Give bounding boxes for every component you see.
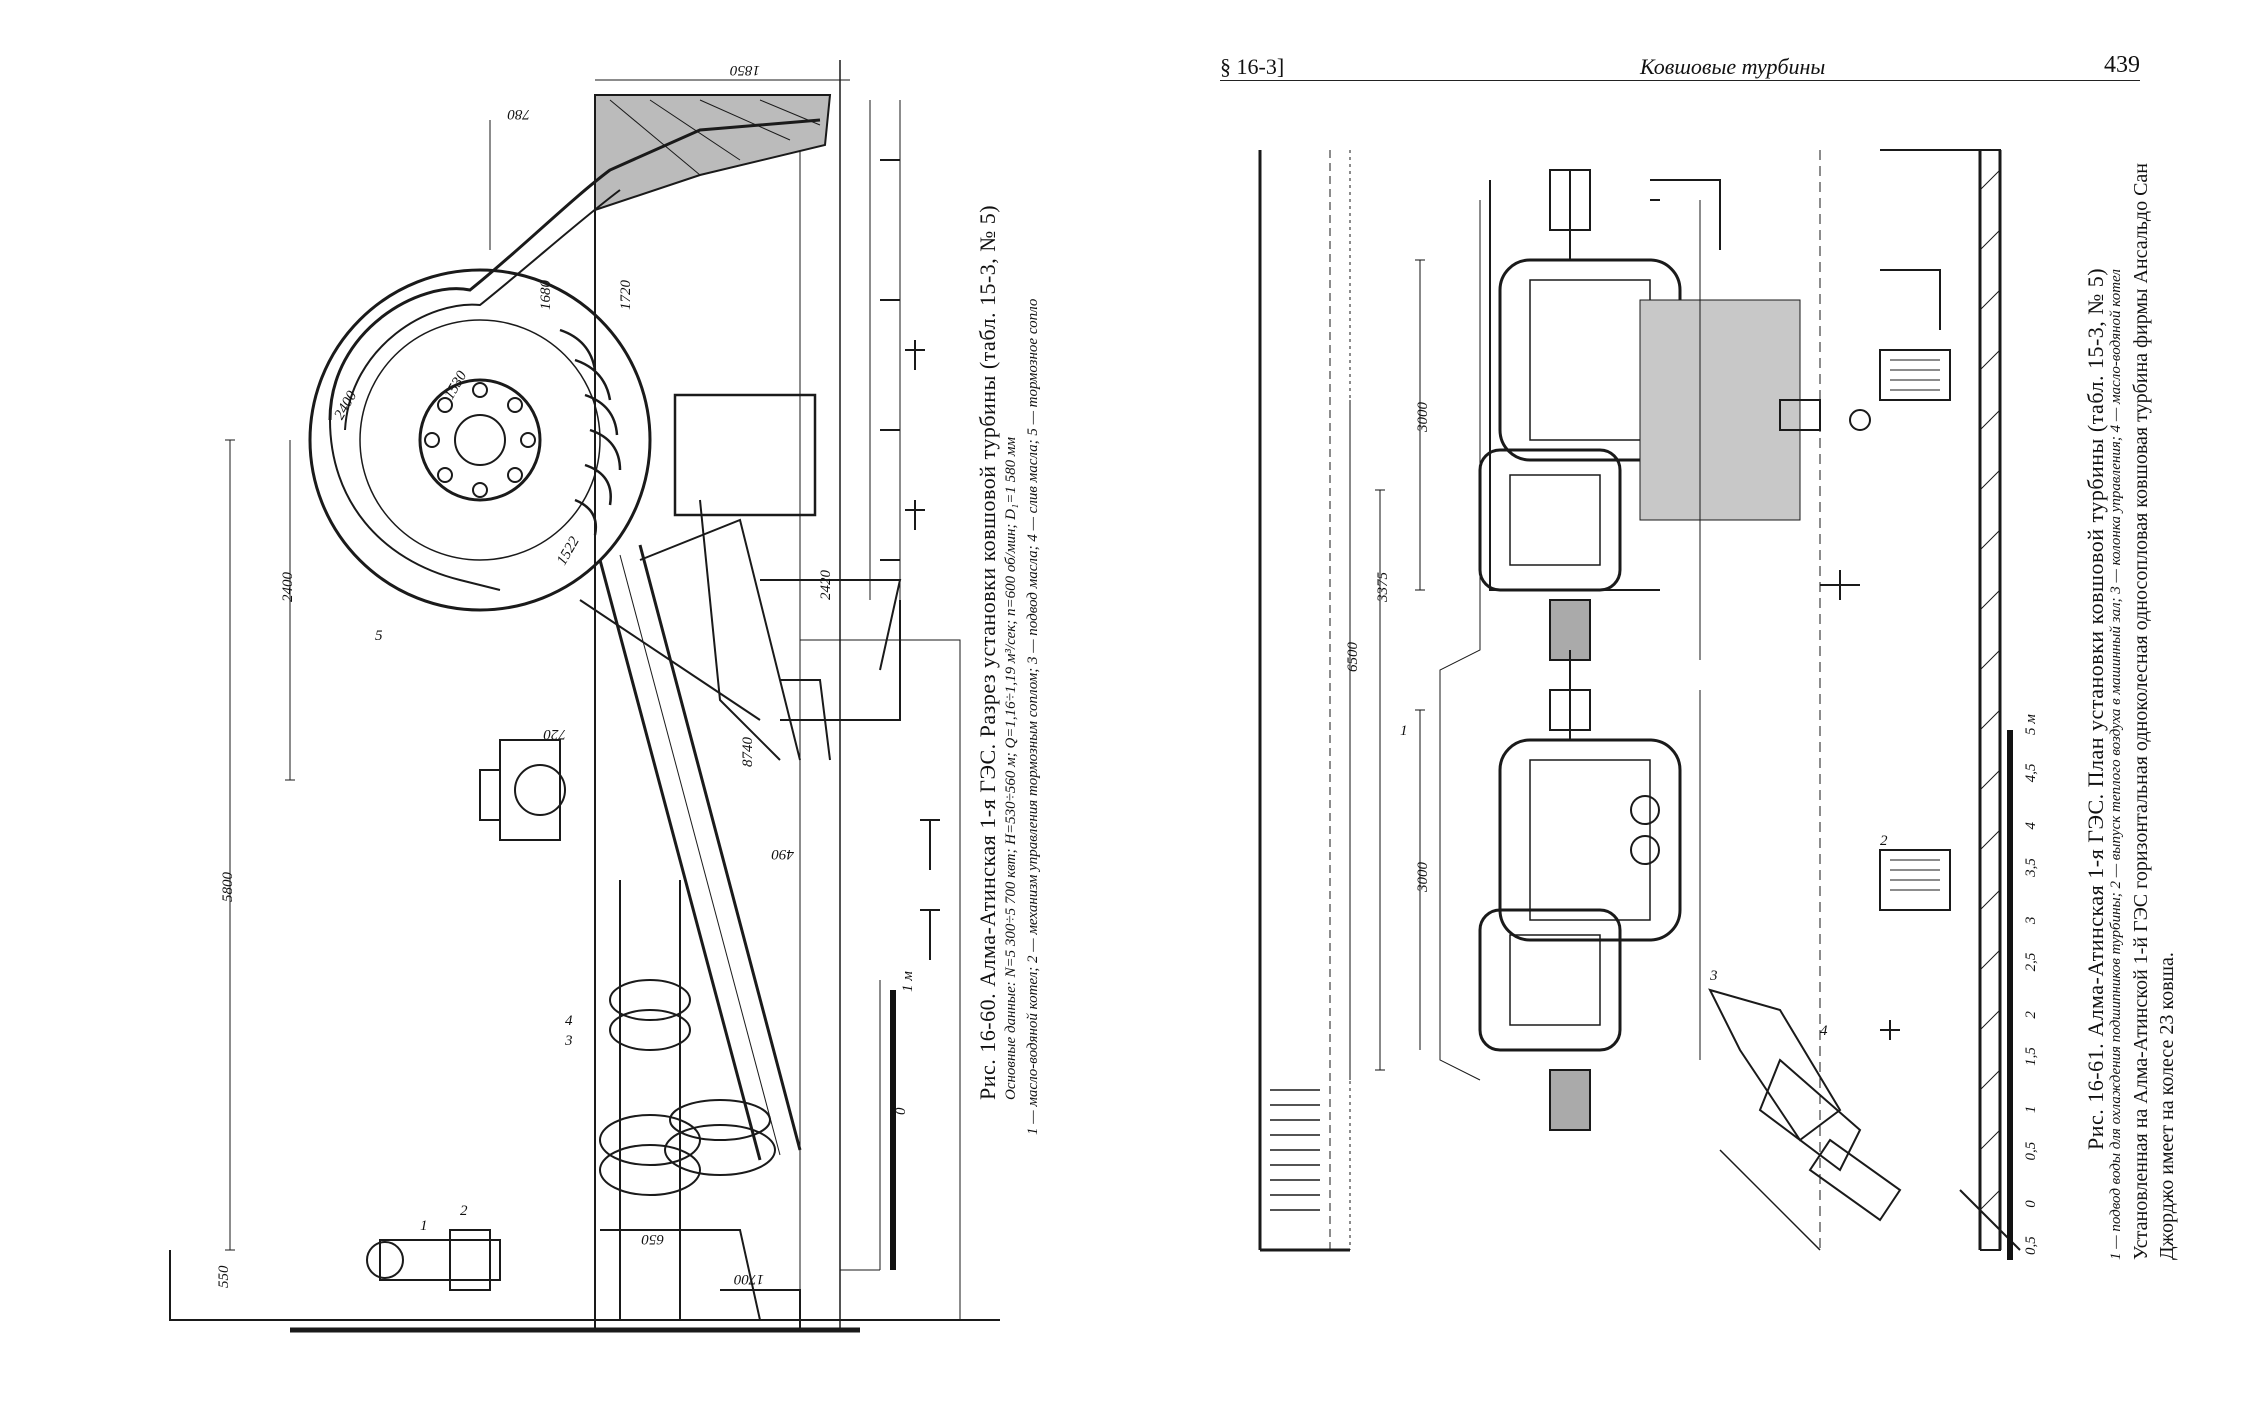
scale-one-meter: 1 м xyxy=(900,971,916,992)
dim-3000-lower: 3000 xyxy=(1415,862,1431,894)
scale-tick-label: 2,5 xyxy=(2023,952,2039,971)
page-number: 439 xyxy=(2104,52,2140,78)
plan-label-4: 4 xyxy=(1820,1023,1828,1039)
figure-16-61-legend: 1 — подвод воды для охлаждения подшипник… xyxy=(2108,269,2124,1260)
dim-2400-wheel: 2400 xyxy=(331,388,360,422)
scale-tick-label: 3 xyxy=(2023,917,2039,926)
figure-16-60-data-line: Основные данные: N=5 300÷5 700 квт; H=53… xyxy=(1003,437,1019,1100)
body-text-line-1: Установленная на Алма-Атинской 1-й ГЭС г… xyxy=(2130,162,2152,1260)
label-1: 1 xyxy=(420,1218,428,1234)
scale-zero: 0 xyxy=(893,1107,909,1115)
figure-16-61-caption: Рис. 16-61. Алма-Атинская 1-я ГЭС. План … xyxy=(2083,267,2108,1150)
header-title: Ковшовые турбины xyxy=(1640,54,1826,79)
plan-label-2: 2 xyxy=(1880,833,1888,849)
dim-1720: 1720 xyxy=(618,280,634,311)
right-page: § 16-3] Ковшовые турбины 439 xyxy=(1180,0,2258,1410)
dim-1700: 1700 xyxy=(734,1271,765,1287)
figure-16-60-section-drawing: 1850 780 1720 2400 5800 550 720 1530 168… xyxy=(169,60,1000,1333)
dim-490: 490 xyxy=(771,846,794,862)
left-page: 1850 780 1720 2400 5800 550 720 1530 168… xyxy=(169,60,1041,1333)
dim-1522: 1522 xyxy=(554,534,583,568)
label-5: 5 xyxy=(375,628,383,644)
plan-label-3: 3 xyxy=(1709,968,1718,984)
scale-tick-label: 1 xyxy=(2023,1106,2039,1114)
dim-2420: 2420 xyxy=(818,570,834,601)
scale-tick-label: 0 xyxy=(2023,1200,2039,1208)
scale-tick-label: 0,5 xyxy=(2023,1236,2039,1255)
dim-6500: 6500 xyxy=(1345,642,1361,673)
dim-8740: 8740 xyxy=(740,737,756,768)
scale-tick-label: 5 м xyxy=(2023,714,2039,735)
scale-tick-label: 0,5 xyxy=(2023,1141,2039,1160)
dim-550: 550 xyxy=(216,1265,232,1288)
dim-3000-upper: 3000 xyxy=(1415,402,1431,434)
dim-2400: 2400 xyxy=(280,572,296,603)
scale-tick-label: 2 xyxy=(2023,1011,2039,1019)
plan-label-1: 1 xyxy=(1400,723,1408,739)
running-header: § 16-3] Ковшовые турбины 439 xyxy=(1220,50,2140,81)
label-3: 3 xyxy=(564,1033,573,1049)
dim-1850: 1850 xyxy=(730,62,761,78)
scale-tick-label: 4 xyxy=(2023,822,2039,830)
dim-720: 720 xyxy=(543,726,566,742)
dim-780: 780 xyxy=(507,106,530,122)
label-4: 4 xyxy=(565,1013,573,1029)
dim-650: 650 xyxy=(641,1231,664,1247)
header-section: § 16-3] xyxy=(1220,54,1285,79)
dim-5800: 5800 xyxy=(220,872,236,903)
label-2: 2 xyxy=(460,1203,468,1219)
dim-1530: 1530 xyxy=(441,368,470,402)
scale-tick-label: 3,5 xyxy=(2023,858,2039,878)
scale-tick-label: 1,5 xyxy=(2023,1047,2039,1066)
figure-16-60-caption: Рис. 16-60. Алма-Атинская 1-я ГЭС. Разре… xyxy=(975,204,1000,1100)
scale-tick-label: 4,5 xyxy=(2023,763,2039,782)
dim-1680: 1680 xyxy=(538,280,554,311)
figure-16-61-plan-drawing: 3000 3000 3375 6500 1 2 3 4 0,5 0 0,5 1 1,5 2… xyxy=(1258,149,2039,1260)
body-text-line-2: Джорджо имеет на колесе 23 ковша. xyxy=(2156,952,2178,1260)
dim-3375: 3375 xyxy=(1375,572,1391,604)
figure-16-60-legend: 1 — масло-водяной котел; 2 — механизм уп… xyxy=(1025,298,1041,1135)
